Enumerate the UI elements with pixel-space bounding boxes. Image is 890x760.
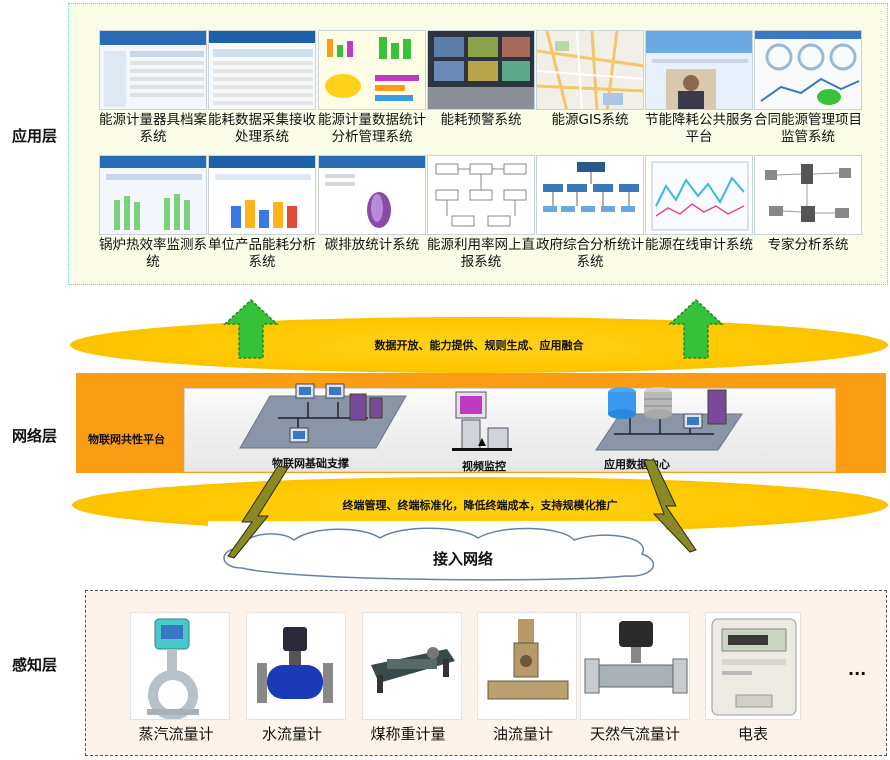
- meter-label: 水流量计: [261, 725, 322, 743]
- app-name: 政府综合分析统计系统: [536, 237, 644, 270]
- oil-flowmeter-image: [477, 612, 577, 720]
- app-screenshot-thumb: [427, 30, 535, 110]
- app-screenshot-thumb: [99, 30, 207, 110]
- app-screenshot-thumb: [754, 30, 862, 110]
- app-screenshot-thumb: [536, 30, 644, 110]
- app-name: 能源利用率网上直报系统: [427, 237, 535, 270]
- app-screenshot-thumb: [536, 155, 644, 235]
- app-name: 能源GIS系统: [551, 112, 629, 128]
- access-network-label: 接入网络: [433, 550, 494, 568]
- app-screenshot-thumb: [208, 155, 316, 235]
- app-screenshot-thumb: [754, 155, 862, 235]
- video-monitor-label: 视频监控: [462, 460, 506, 473]
- label-perception-layer: 感知层: [12, 656, 58, 674]
- label-network-layer: 网络层: [12, 427, 58, 445]
- more-ellipsis: ...: [848, 660, 867, 679]
- network-infrastructure-icon: [239, 383, 407, 449]
- meter-label: 油流量计: [492, 725, 553, 743]
- app-name: 能耗预警系统: [440, 112, 522, 128]
- app-screenshot-thumb: [99, 155, 207, 235]
- upper-capability-band: 数据开放、能力提供、规则生成、应用融合: [70, 317, 888, 373]
- gas-flowmeter-image: [580, 612, 690, 720]
- app-name: 能源在线审计系统: [645, 237, 753, 253]
- steam-flowmeter-image: [130, 612, 230, 720]
- app-name: 碳排放统计系统: [324, 237, 420, 253]
- app-name: 合同能源管理项目监管系统: [754, 112, 862, 145]
- app-name: 能源计量器具档案系统: [99, 112, 207, 145]
- app-name: 锅炉热效率监测系统: [99, 237, 207, 270]
- app-name: 能源计量数据统计分析管理系统: [318, 112, 426, 145]
- water-flowmeter-image: [246, 612, 346, 720]
- cloud-icon: [223, 527, 655, 581]
- label-application-layer: 应用层: [12, 127, 58, 145]
- app-name: 专家分析系统: [767, 237, 849, 253]
- app-name: 单位产品能耗分析系统: [208, 237, 316, 270]
- app-name: 能耗数据采集接收处理系统: [208, 112, 316, 145]
- upper-band-text: 数据开放、能力提供、规则生成、应用融合: [374, 339, 584, 352]
- lightning-bolt-icon: [227, 465, 289, 559]
- electric-meter-image: [705, 612, 801, 720]
- arrow-up-icon: [223, 298, 279, 359]
- meter-label: 蒸汽流量计: [138, 725, 214, 743]
- lightning-bolt-icon: [643, 459, 697, 553]
- app-screenshot-thumb: [208, 30, 316, 110]
- app-screenshot-thumb: [645, 30, 753, 110]
- meter-label: 电表: [737, 725, 768, 743]
- meter-label: 天然气流量计: [589, 725, 680, 743]
- data-center-icon: [595, 387, 743, 451]
- coal-scale-image: [362, 612, 462, 720]
- iot-platform-label: 物联网共性平台: [88, 433, 165, 446]
- app-screenshot-thumb: [427, 155, 535, 235]
- arrow-up-icon: [668, 298, 724, 359]
- video-monitor-icon: [452, 391, 512, 451]
- meter-label: 煤称重计量: [370, 725, 446, 743]
- lower-band-text: 终端管理、终端标准化，降低终端成本，支持规模化推广: [342, 499, 618, 512]
- app-name: 节能降耗公共服务平台: [645, 112, 753, 145]
- iot-infrastructure-label: 物联网基础支撑: [272, 457, 349, 470]
- app-screenshot-thumb: [645, 155, 753, 235]
- app-screenshot-thumb: [318, 30, 426, 110]
- app-screenshot-thumb: [318, 155, 426, 235]
